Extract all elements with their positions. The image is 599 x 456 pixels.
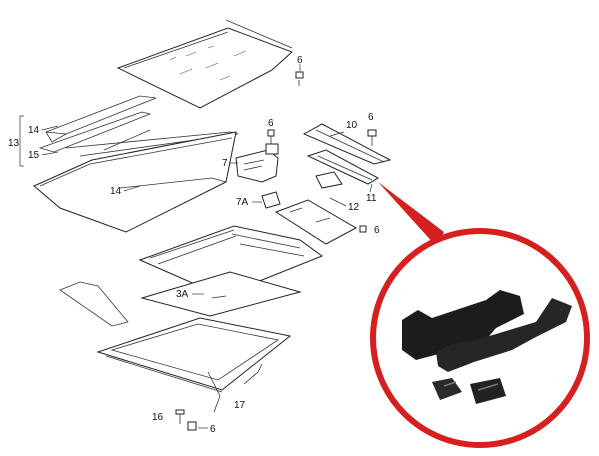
label-17: 17 xyxy=(234,400,246,411)
roof-base-frame xyxy=(96,317,292,393)
screw-6c xyxy=(267,129,275,144)
drain-hose-17 xyxy=(207,363,263,413)
wind-deflector-panel xyxy=(33,131,237,233)
bracket-13 xyxy=(19,115,24,167)
label-11: 11 xyxy=(366,193,377,204)
product-photo xyxy=(402,290,572,404)
lead-11 xyxy=(369,183,373,193)
screw-6e xyxy=(187,421,197,431)
screw-6a xyxy=(295,64,304,86)
glass-panel xyxy=(116,19,293,109)
rail-11 xyxy=(306,149,380,185)
label-15: 15 xyxy=(28,150,40,161)
label-16: 16 xyxy=(152,412,164,423)
drain-seal xyxy=(59,281,129,327)
label-7: 7 xyxy=(222,158,228,169)
lead-14b xyxy=(123,185,141,192)
bolt-16 xyxy=(175,409,185,424)
label-6c: 6 xyxy=(268,118,274,129)
cover-12 xyxy=(315,171,343,189)
sunroof-frame xyxy=(138,225,324,297)
label-10: 10 xyxy=(346,120,358,131)
label-6b: 6 xyxy=(368,112,374,123)
lead-10 xyxy=(329,131,345,137)
lead-12 xyxy=(329,197,347,207)
motor-7 xyxy=(235,143,279,183)
label-6d: 6 xyxy=(374,225,380,236)
screw-6b xyxy=(367,129,377,146)
lead-14a xyxy=(41,125,59,131)
label-13: 13 xyxy=(8,138,20,149)
label-3a: 3A xyxy=(176,289,189,300)
bracket-plate xyxy=(274,199,358,245)
lead-15 xyxy=(41,151,59,156)
label-14b: 14 xyxy=(110,186,122,197)
label-6a: 6 xyxy=(297,55,303,66)
callout-pointer xyxy=(378,182,444,246)
bracket-7a xyxy=(261,191,281,209)
inner-frame xyxy=(140,271,302,317)
label-12: 12 xyxy=(348,202,360,213)
screw-6d xyxy=(359,225,367,233)
label-6e: 6 xyxy=(210,424,216,435)
label-14a: 14 xyxy=(28,125,40,136)
seal-15 xyxy=(38,111,152,153)
label-7a: 7A xyxy=(236,197,249,208)
rail-10 xyxy=(302,123,392,165)
